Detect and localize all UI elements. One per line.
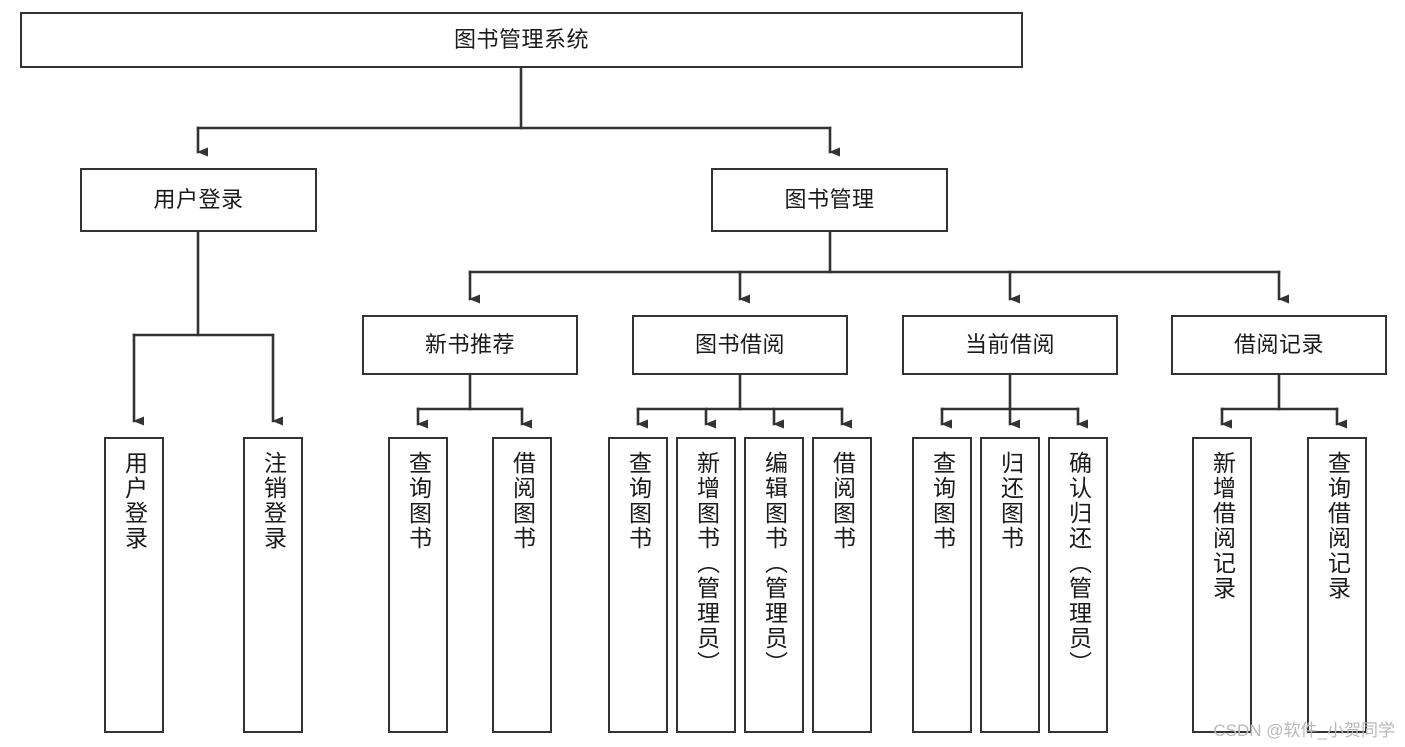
node-leaf-query-book-1-label: 查询图书 <box>405 451 432 551</box>
node-leaf-add-record[interactable]: 新增借阅记录 <box>1192 437 1252 733</box>
node-book-borrow[interactable]: 图书借阅 <box>632 315 848 375</box>
node-leaf-borrow-book-2[interactable]: 借阅图书 <box>812 437 872 733</box>
node-leaf-query-book-2[interactable]: 查询图书 <box>608 437 668 733</box>
node-leaf-query-book-3[interactable]: 查询图书 <box>912 437 972 733</box>
node-leaf-confirm-return-label: 确认归还（管理员） <box>1065 451 1092 676</box>
node-leaf-query-record[interactable]: 查询借阅记录 <box>1307 437 1367 733</box>
csdn-watermark: CSDN @软件_小贺同学 <box>1213 721 1395 740</box>
node-new-book-recommend[interactable]: 新书推荐 <box>362 315 578 375</box>
node-leaf-query-book-3-label: 查询图书 <box>929 451 956 551</box>
node-leaf-query-book-1[interactable]: 查询图书 <box>388 437 448 733</box>
node-user-login-label: 用户登录 <box>153 187 244 213</box>
node-leaf-borrow-book-1[interactable]: 借阅图书 <box>492 437 552 733</box>
node-book-borrow-label: 图书借阅 <box>694 332 785 358</box>
node-leaf-user-login[interactable]: 用户登录 <box>104 437 164 733</box>
node-root[interactable]: 图书管理系统 <box>20 12 1023 68</box>
node-leaf-borrow-book-2-label: 借阅图书 <box>829 451 856 551</box>
node-leaf-return-book-label: 归还图书 <box>997 451 1024 551</box>
node-leaf-user-logout[interactable]: 注销登录 <box>243 437 303 733</box>
node-root-label: 图书管理系统 <box>453 27 589 53</box>
node-current-borrow-label: 当前借阅 <box>964 332 1055 358</box>
node-borrow-record[interactable]: 借阅记录 <box>1171 315 1387 375</box>
node-leaf-confirm-return[interactable]: 确认归还（管理员） <box>1048 437 1108 733</box>
node-leaf-query-book-2-label: 查询图书 <box>625 451 652 551</box>
node-leaf-user-login-label: 用户登录 <box>121 451 148 551</box>
node-leaf-user-logout-label: 注销登录 <box>260 451 287 551</box>
node-borrow-record-label: 借阅记录 <box>1233 332 1324 358</box>
node-leaf-add-book[interactable]: 新增图书（管理员） <box>676 437 736 733</box>
node-leaf-borrow-book-1-label: 借阅图书 <box>509 451 536 551</box>
node-leaf-edit-book-label: 编辑图书（管理员） <box>761 451 788 676</box>
node-user-login[interactable]: 用户登录 <box>80 168 317 232</box>
node-current-borrow[interactable]: 当前借阅 <box>902 315 1118 375</box>
node-leaf-return-book[interactable]: 归还图书 <box>980 437 1040 733</box>
node-leaf-add-record-label: 新增借阅记录 <box>1209 451 1236 601</box>
node-book-manage[interactable]: 图书管理 <box>711 168 948 232</box>
node-leaf-query-record-label: 查询借阅记录 <box>1324 451 1351 601</box>
node-leaf-add-book-label: 新增图书（管理员） <box>693 451 720 676</box>
node-new-book-recommend-label: 新书推荐 <box>424 332 515 358</box>
node-book-manage-label: 图书管理 <box>784 187 875 213</box>
node-leaf-edit-book[interactable]: 编辑图书（管理员） <box>744 437 804 733</box>
